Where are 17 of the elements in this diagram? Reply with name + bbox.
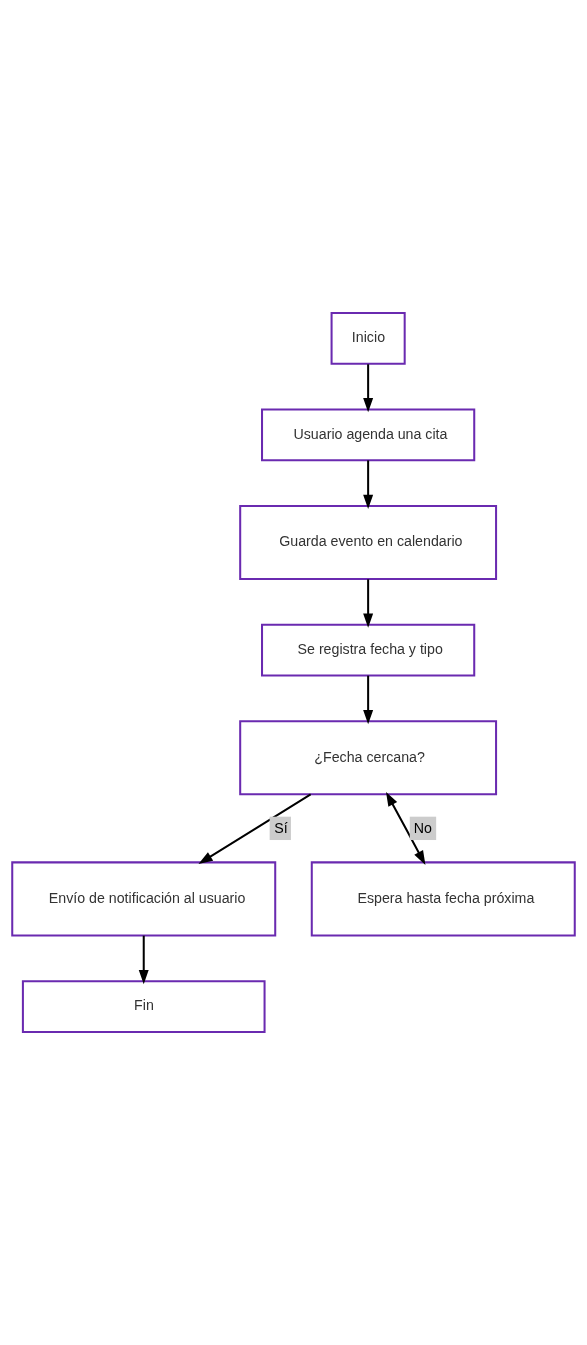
node-box: ¿Fecha cercana?: [239, 720, 498, 796]
node-box: Guarda evento en calendario: [239, 504, 498, 581]
arrow: [363, 675, 374, 725]
node-box: Inicio: [330, 312, 406, 365]
arrow: [363, 579, 374, 628]
edge-label: Sí: [274, 819, 288, 836]
arrow: [198, 793, 312, 864]
edge-label: No: [413, 819, 432, 836]
node-box: Fin: [21, 980, 266, 1033]
arrow: [386, 791, 426, 865]
node-box: Espera hasta fecha próxima: [310, 861, 576, 937]
node-box: Usuario agenda una cita: [261, 408, 476, 462]
node-box: Envío de notificación al usuario: [11, 861, 277, 937]
arrow: [138, 935, 149, 985]
arrow: [363, 364, 374, 413]
arrow: [363, 460, 374, 510]
node-box: Se registra fecha y tipo: [261, 623, 476, 677]
